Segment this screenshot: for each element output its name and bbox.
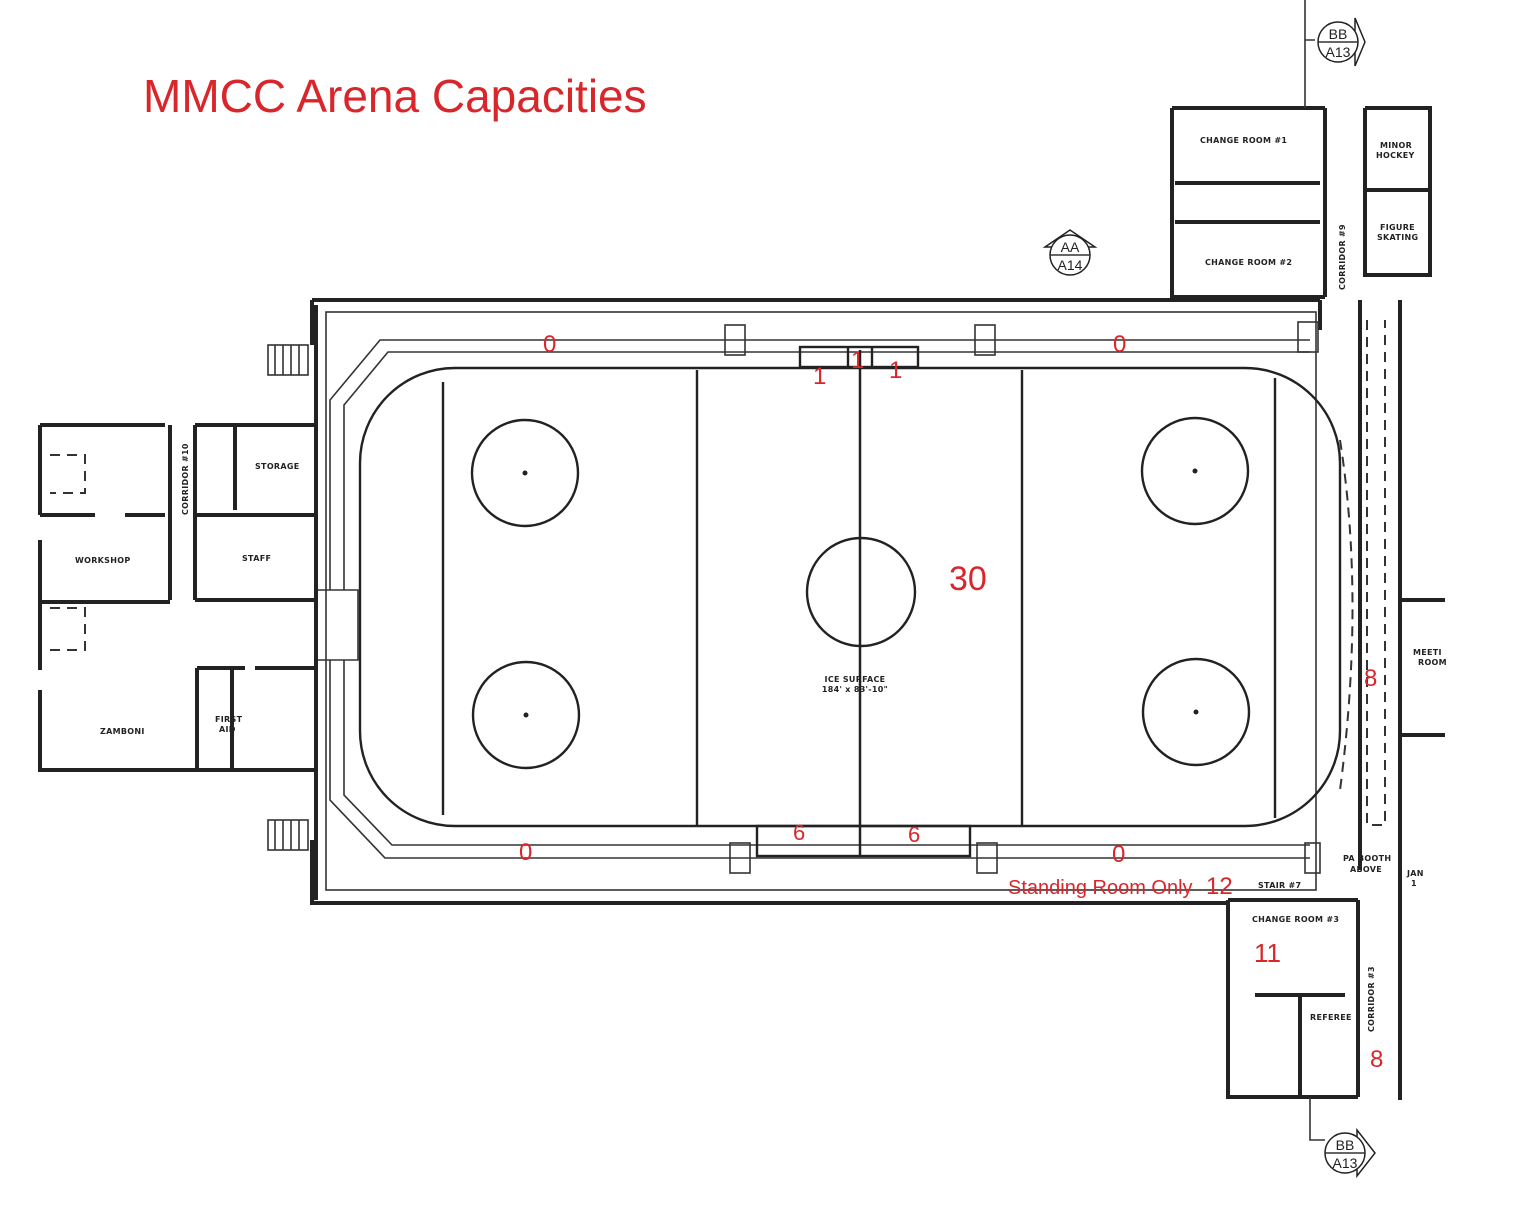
room-zamboni: ZAMBONI <box>100 727 145 736</box>
arena-building <box>267 298 1322 905</box>
ice-surface-dimensions: 184' x 83'-10" <box>822 685 888 694</box>
ice-surface-label: ICE SURFACE <box>825 675 886 684</box>
north-change-rooms: CHANGE ROOM #1 CHANGE ROOM #2 MINOR HOCK… <box>1170 0 1432 299</box>
marker-bottom: A13 <box>1333 1155 1358 1171</box>
section-marker-bb-top: BB A13 <box>1317 17 1366 67</box>
room-minor-hockey-line2: HOCKEY <box>1376 151 1415 160</box>
janitor: JAN <box>1406 869 1424 878</box>
capacity-standing-room: 12 <box>1206 873 1233 900</box>
room-storage: STORAGE <box>255 462 300 471</box>
capacity-east-corridor: 8 <box>1364 665 1377 692</box>
room-minor-hockey: MINOR <box>1380 141 1412 150</box>
pa-booth: PA BOOTH <box>1343 854 1391 863</box>
room-first-aid: FIRST <box>215 715 243 724</box>
corridor-9: CORRIDOR #9 <box>1338 224 1347 290</box>
room-referee: REFEREE <box>1310 1013 1352 1022</box>
capacity-change-room-3: 11 <box>1254 938 1281 968</box>
capacity-annotations: 0 0 1 1 1 30 8 6 6 0 0 Standing Room Onl… <box>519 331 1383 1073</box>
capacity-bench-left: 6 <box>793 820 805 845</box>
capacity-ice-surface: 30 <box>949 560 987 598</box>
capacity-top-box-left: 1 <box>813 363 826 390</box>
janitor-line2: 1 <box>1411 879 1417 888</box>
capacity-top-box-right: 1 <box>889 357 902 384</box>
room-workshop: WORKSHOP <box>75 556 131 565</box>
capacity-top-left-stands: 0 <box>543 331 556 358</box>
room-change-room-3: CHANGE ROOM #3 <box>1252 915 1339 924</box>
capacity-top-box-center: 1 <box>851 347 864 374</box>
capacity-corridor-3: 8 <box>1370 1046 1383 1073</box>
page-title: MMCC Arena Capacities <box>143 70 647 122</box>
room-figure-skating-line2: SKATING <box>1377 233 1418 242</box>
south-change-room: CHANGE ROOM #3 REFEREE CORRIDOR #3 <box>1226 898 1376 1141</box>
marker-top: AA <box>1061 239 1080 255</box>
capacity-bottom-left-stands: 0 <box>519 839 532 866</box>
stair-7: STAIR #7 <box>1258 881 1301 890</box>
section-marker-aa: AA A14 <box>1042 229 1098 276</box>
room-first-aid-line2: AID <box>219 725 236 734</box>
room-meeting-line2: ROOM <box>1418 658 1447 667</box>
pa-booth-line2: ABOVE <box>1350 865 1382 874</box>
marker-bottom: A13 <box>1326 44 1351 60</box>
corridor-3: CORRIDOR #3 <box>1367 966 1376 1032</box>
ice-rink: ICE SURFACE 184' x 83'-10" <box>358 321 1354 874</box>
service-wing: STORAGE WORKSHOP STAFF ZAMBONI FIRST AID… <box>38 423 316 772</box>
room-change-room-1: CHANGE ROOM #1 <box>1200 136 1287 145</box>
capacity-bench-right: 6 <box>908 822 920 847</box>
room-meeting: MEETI <box>1413 648 1442 657</box>
room-figure-skating: FIGURE <box>1380 223 1415 232</box>
section-marker-bb-bottom: BB A13 <box>1324 1127 1376 1179</box>
east-side: MEETI ROOM PA BOOTH ABOVE STAIR #7 JAN 1 <box>1258 300 1447 1100</box>
capacity-top-right-stands: 0 <box>1113 331 1126 358</box>
corridor-10: CORRIDOR #10 <box>181 443 190 515</box>
capacity-bottom-right-stands: 0 <box>1112 841 1125 868</box>
room-change-room-2: CHANGE ROOM #2 <box>1205 258 1292 267</box>
marker-top: BB <box>1329 26 1348 42</box>
marker-bottom: A14 <box>1058 257 1083 273</box>
marker-top: BB <box>1336 1137 1355 1153</box>
standing-room-label: Standing Room Only <box>1008 877 1193 899</box>
room-staff: STAFF <box>242 554 271 563</box>
